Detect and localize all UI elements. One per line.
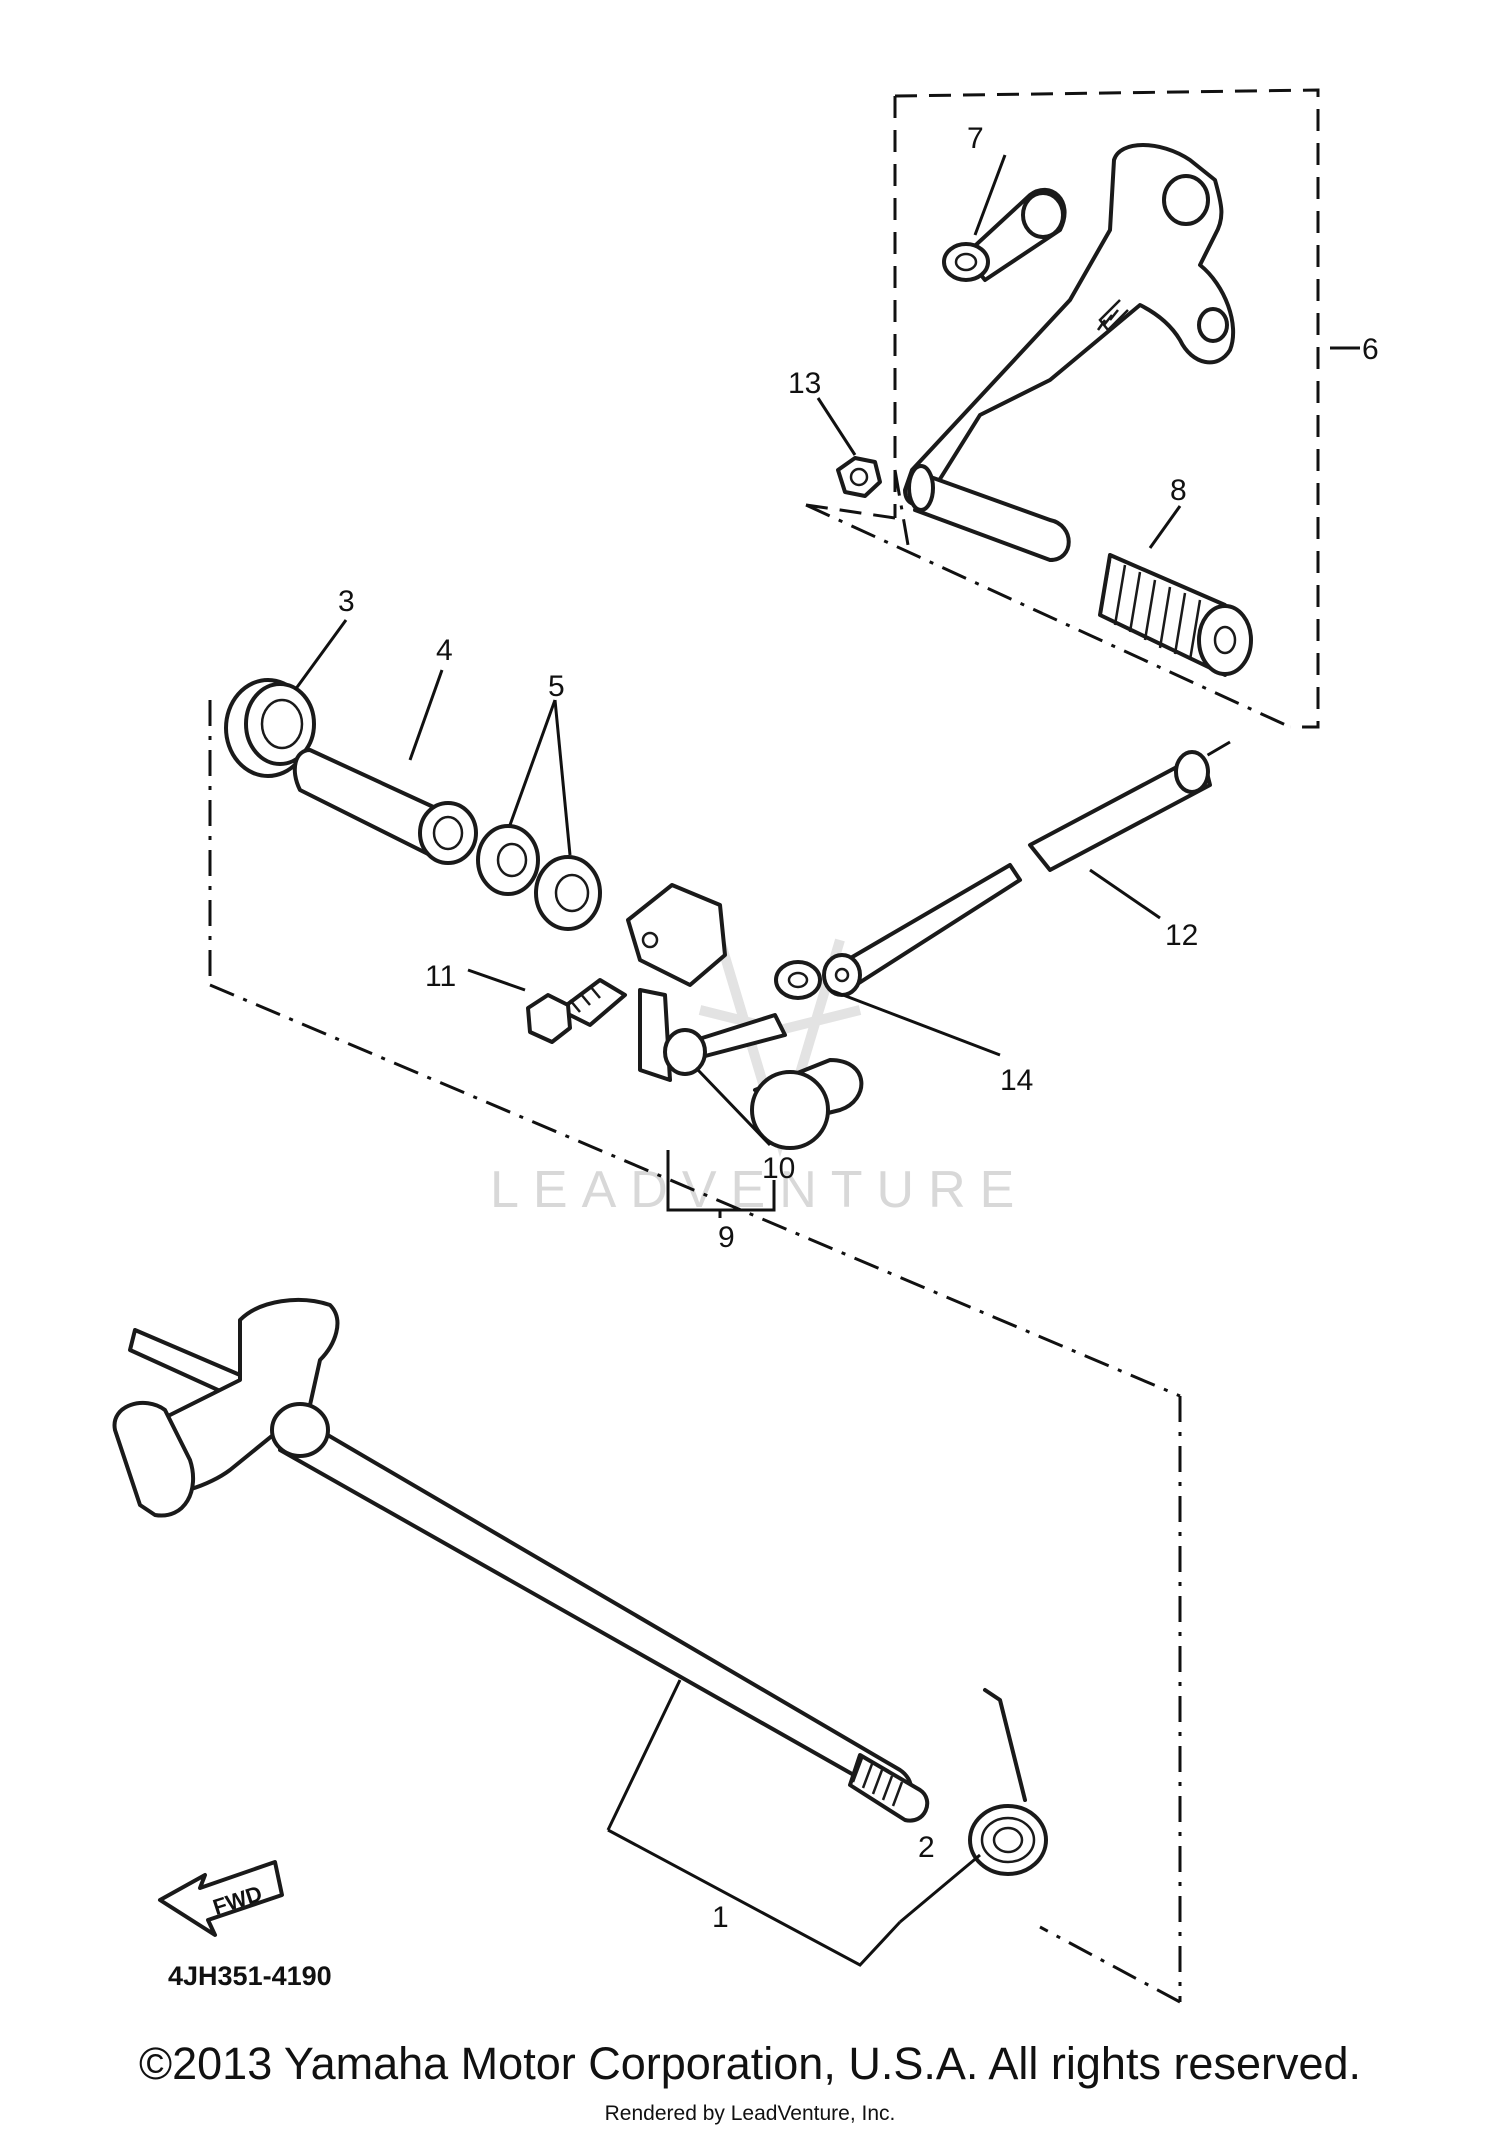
rendered-by-note: Rendered by LeadVenture, Inc. [604, 2102, 896, 2125]
shift-rod-part [822, 750, 1212, 997]
rod-end-part [750, 1058, 864, 1150]
bearing-pair-part [476, 824, 602, 931]
callout-10: 10 [762, 1152, 795, 1185]
callout-9: 9 [718, 1221, 735, 1254]
callout-4: 4 [436, 634, 453, 667]
nut-part [836, 456, 882, 498]
footrest-rubber-part [1098, 553, 1253, 677]
callout-5: 5 [548, 670, 565, 703]
leader-lines [293, 154, 1360, 1967]
callout-7: 7 [967, 122, 984, 155]
bolt-part [526, 978, 627, 1044]
callout-1: 1 [712, 1901, 729, 1934]
shift-pedal-part [903, 143, 1236, 506]
callout-8: 8 [1170, 474, 1187, 507]
pedal-assembly-boundary [805, 88, 1320, 729]
forward-direction-arrow-icon: FWD [158, 1860, 284, 1937]
shaft-assembly-boundary [208, 700, 1231, 2004]
washer-part [774, 960, 822, 1000]
callout-3: 3 [338, 585, 355, 618]
callout-14: 14 [1000, 1064, 1033, 1097]
callout-6: 6 [1362, 333, 1379, 366]
bushing-part [292, 748, 478, 865]
diagram-code: 4JH351-4190 [168, 1961, 332, 1991]
collar-part [942, 188, 1067, 282]
oil-seal-part [224, 678, 316, 778]
footrest-shaft-part [907, 464, 1071, 562]
shift-shaft-part [112, 1298, 930, 1823]
torsion-spring-part [968, 1688, 1048, 1876]
callout-labels: 1 2 3 4 5 6 7 8 9 10 11 12 13 14 [338, 122, 1379, 1934]
callout-13: 13 [788, 367, 821, 400]
callout-2: 2 [918, 1831, 935, 1864]
callout-12: 12 [1165, 919, 1198, 952]
shift-arm-part [626, 883, 787, 1082]
copyright-notice: ©2013 Yamaha Motor Corporation, U.S.A. A… [138, 2038, 1362, 2089]
callout-11: 11 [425, 960, 456, 993]
